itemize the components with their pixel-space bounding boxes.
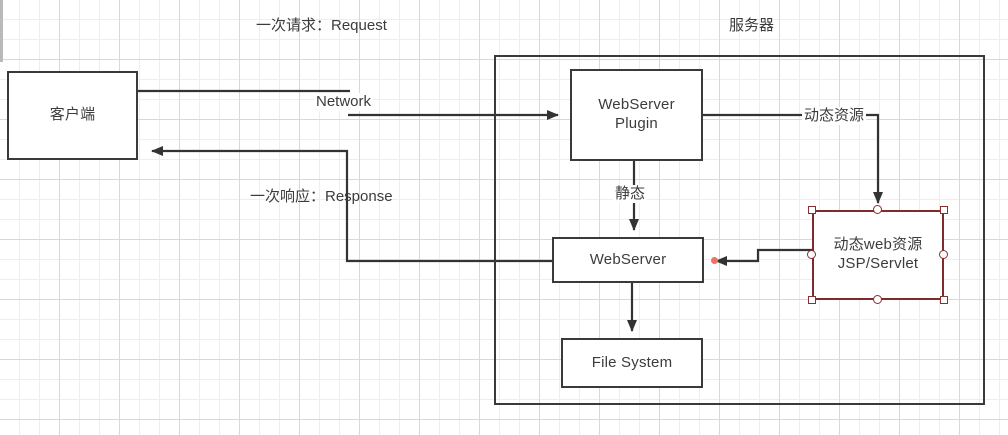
resize-handle-bottom-left[interactable] <box>808 296 816 304</box>
node-dynamic-web-resource[interactable]: 动态web资源 JSP/Servlet <box>812 210 944 300</box>
resize-handle-middle-right[interactable] <box>939 250 948 259</box>
resize-handle-top-center[interactable] <box>873 205 882 214</box>
edge-endpoint-dot[interactable] <box>711 257 718 264</box>
resize-handle-top-right[interactable] <box>940 206 948 214</box>
label-request: 一次请求：Request <box>256 17 387 34</box>
edge-response[interactable] <box>151 146 552 263</box>
node-client-label: 客户端 <box>49 106 96 124</box>
label-static: 静态 <box>613 185 648 203</box>
node-webserver[interactable]: WebServer <box>552 237 704 283</box>
node-dynamic-web-resource-label-line2: JSP/Servlet <box>837 255 919 272</box>
label-dynamic: 动态资源 <box>802 107 867 125</box>
node-webserver-plugin-label-line2: Plugin <box>615 115 658 132</box>
node-dynamic-web-resource-label-line1: 动态web资源 <box>833 236 923 254</box>
label-network: Network <box>314 93 374 111</box>
node-webserver-plugin-label-line1: WebServer <box>598 96 675 114</box>
label-server: 服务器 <box>729 17 775 34</box>
resize-handle-bottom-right[interactable] <box>940 296 948 304</box>
node-file-system-label: File System <box>591 353 673 371</box>
node-client[interactable]: 客户端 <box>7 71 138 160</box>
node-server-container[interactable] <box>494 55 985 405</box>
node-file-system[interactable]: File System <box>561 338 703 388</box>
scrollbar-edge[interactable] <box>0 0 3 62</box>
resize-handle-middle-left[interactable] <box>807 250 816 259</box>
node-webserver-label: WebServer <box>589 250 667 268</box>
resize-handle-top-left[interactable] <box>808 206 816 214</box>
node-webserver-plugin[interactable]: WebServer Plugin <box>570 69 703 161</box>
label-response: 一次响应：Response <box>250 188 393 205</box>
resize-handle-bottom-center[interactable] <box>873 295 882 304</box>
